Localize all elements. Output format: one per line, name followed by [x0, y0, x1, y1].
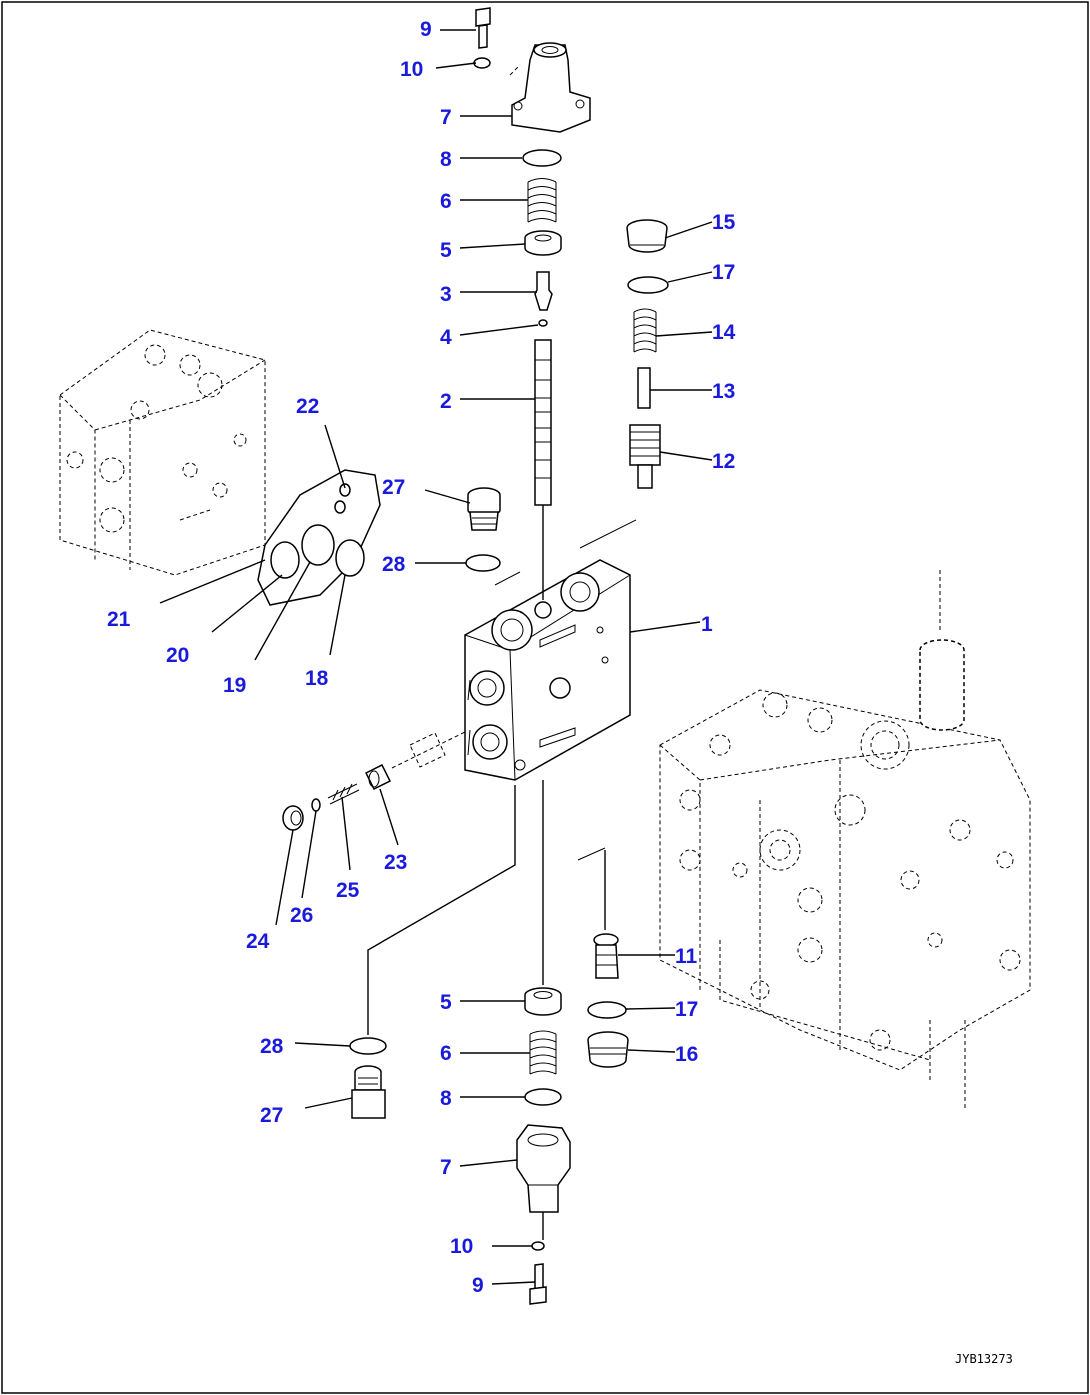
retainer-5-top	[524, 230, 562, 256]
o-ring-26	[311, 798, 321, 812]
callout-5-bottom: 5	[440, 991, 452, 1014]
leader-18	[329, 574, 346, 656]
spring-25	[327, 783, 360, 805]
piston-23	[364, 763, 392, 791]
callout-3: 3	[440, 283, 452, 306]
callout-8-bottom: 8	[440, 1087, 452, 1110]
callout-labels: 9 10 7 8 6 5 3 4 2 15 17 14 13 12 22 27 …	[107, 18, 736, 1297]
leader-path-28	[367, 785, 516, 1035]
callout-26: 26	[290, 904, 313, 927]
callout-14: 14	[712, 321, 736, 344]
o-ring-28-top	[465, 554, 501, 572]
plate-21	[257, 469, 381, 606]
callout-21: 21	[107, 608, 131, 631]
callout-7-top: 7	[440, 106, 452, 129]
callout-2: 2	[440, 390, 452, 413]
o-ring-17-bottom	[587, 1001, 627, 1019]
bolt-9-top	[475, 7, 491, 49]
callout-16: 16	[675, 1043, 698, 1066]
callout-8-top: 8	[440, 148, 452, 171]
plug-24	[282, 805, 304, 831]
callout-5-top: 5	[440, 239, 452, 262]
callout-9-bottom: 9	[472, 1274, 484, 1297]
spring-6-top	[527, 178, 557, 223]
callout-17-top: 17	[712, 261, 735, 284]
callout-1: 1	[701, 613, 713, 636]
spring-14	[633, 308, 657, 353]
callout-13: 13	[712, 380, 735, 403]
callout-15: 15	[712, 211, 736, 234]
bolt-9-bottom	[529, 1263, 547, 1305]
callout-17-bottom: 17	[675, 998, 698, 1021]
plug-15	[626, 219, 668, 253]
callout-27-top: 27	[382, 476, 405, 499]
o-ring-28-bottom	[349, 1037, 387, 1055]
washer-10-top	[473, 57, 491, 69]
centerline-11-tick	[577, 847, 606, 861]
callout-28-bottom: 28	[260, 1035, 284, 1058]
cover-7-bottom	[516, 1124, 571, 1213]
callout-11: 11	[675, 945, 698, 968]
leader-22	[324, 424, 346, 489]
piston-13	[637, 367, 651, 409]
ball-4	[538, 319, 548, 327]
callout-10-bottom: 10	[450, 1235, 473, 1258]
callout-18: 18	[305, 667, 329, 690]
leader-21	[159, 559, 266, 604]
leader-19	[254, 561, 311, 661]
callout-19: 19	[223, 674, 246, 697]
callout-10-top: 10	[400, 58, 423, 81]
callout-24: 24	[246, 930, 270, 953]
drawing-code: JYB13273	[955, 1352, 1013, 1366]
callout-7-bottom: 7	[440, 1156, 452, 1179]
valve-body	[464, 559, 631, 781]
callout-6-top: 6	[440, 190, 452, 213]
left-valve-assembly-context	[59, 329, 266, 576]
callout-25: 25	[336, 879, 360, 902]
callout-12: 12	[712, 450, 735, 473]
o-ring-8-bottom	[524, 1088, 562, 1106]
valve-12	[629, 424, 661, 489]
callout-20: 20	[166, 644, 189, 667]
retainer-5-bottom	[524, 987, 562, 1016]
callout-23: 23	[384, 851, 407, 874]
stopper-3	[534, 271, 553, 311]
o-ring-17-top	[627, 276, 669, 294]
washer-10-bottom	[531, 1241, 545, 1251]
callout-28-top: 28	[382, 553, 406, 576]
leader-lines	[275, 29, 713, 1285]
valve-11	[593, 933, 619, 979]
plug-27-bottom	[351, 1065, 386, 1119]
right-main-valve-context	[659, 570, 1031, 1110]
plug-16	[587, 1031, 629, 1068]
spring-6-bottom	[529, 1030, 557, 1075]
callout-22: 22	[296, 395, 319, 418]
plug-27-top	[467, 487, 501, 531]
cover-7-top	[509, 42, 591, 133]
o-ring-8-top	[522, 149, 562, 167]
callout-9-top: 9	[420, 18, 432, 41]
callout-27-bottom: 27	[260, 1104, 283, 1127]
bore-23	[409, 732, 446, 768]
callout-4: 4	[440, 326, 452, 349]
spool-2	[534, 339, 552, 600]
callout-6-bottom: 6	[440, 1042, 452, 1065]
leader-20	[211, 574, 283, 633]
